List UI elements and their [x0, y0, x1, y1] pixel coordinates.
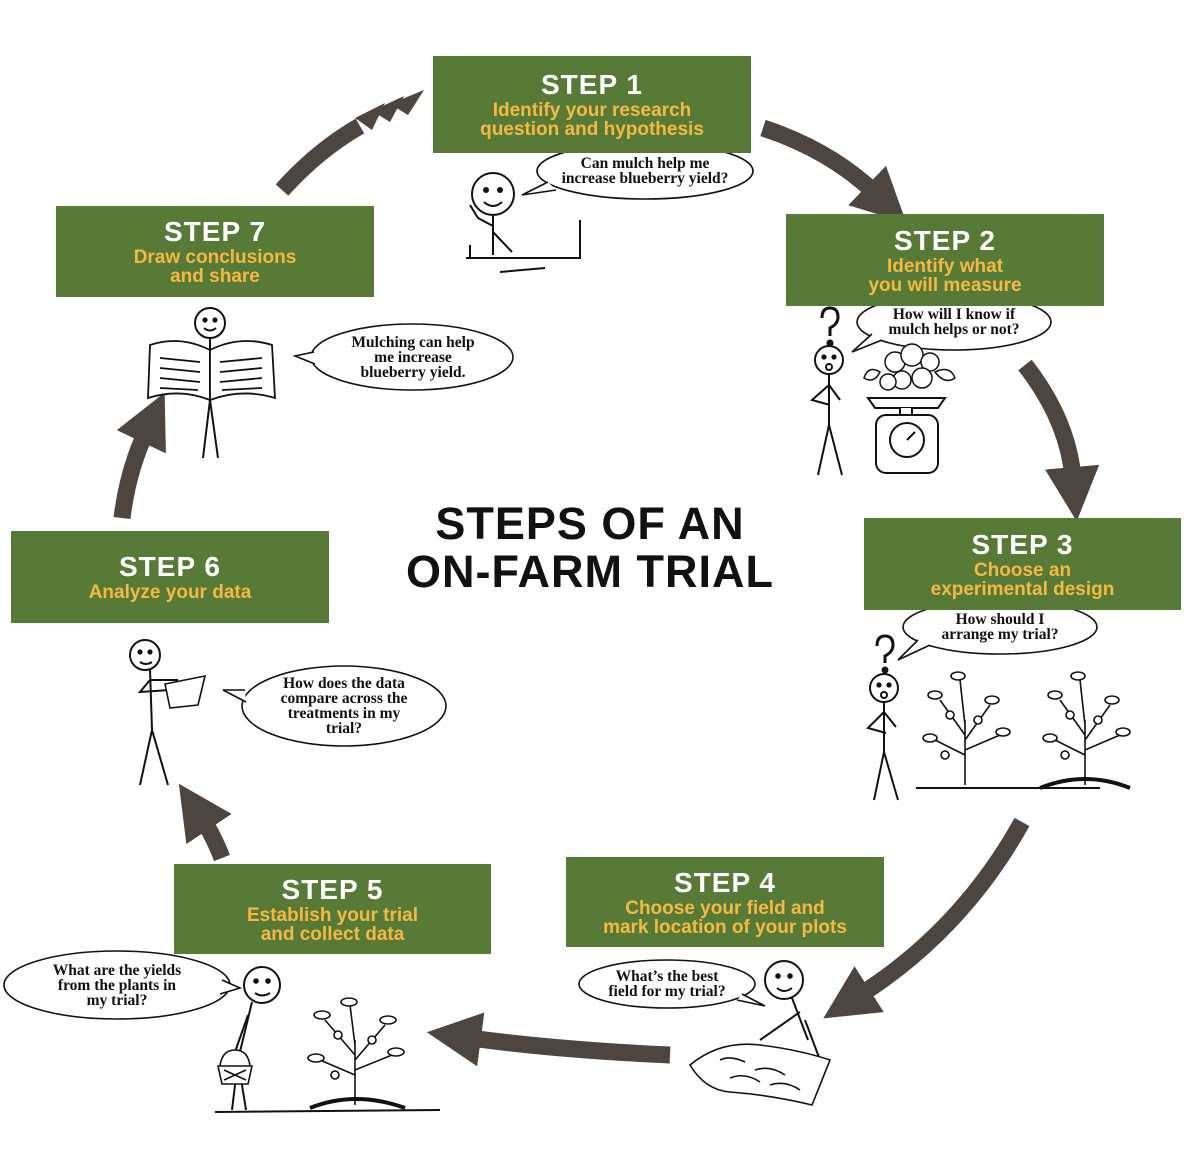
arrow-5-to-6 [178, 783, 232, 862]
step-box-6: STEP 6 Analyze your data [11, 531, 329, 623]
harvest-basket-icon [217, 1049, 253, 1085]
step-box-4: STEP 4 Choose your field and mark locati… [566, 857, 884, 947]
stick-figure-icon [214, 966, 441, 1113]
speech-bubble-4: What’s the best field for my trial? [608, 968, 726, 1000]
question-mark-icon [820, 306, 840, 347]
arrow-1-to-2 [760, 119, 907, 224]
step-title: STEP 1 [541, 69, 643, 100]
step-description: Draw conclusions and share [133, 247, 297, 287]
step-description: Identify what you will measure [868, 255, 1022, 296]
speech-bubble-3: How should I arrange my trial? [941, 611, 1059, 643]
question-mark-icon [875, 634, 895, 674]
step-box-3: STEP 3 Choose an experimental design [864, 518, 1181, 610]
bubble-shape-4 [578, 959, 756, 1009]
step-box-1: STEP 1 Identify your research question a… [433, 56, 751, 153]
arrow-4-to-5 [426, 1012, 671, 1067]
step-description: Analyze your data [88, 582, 252, 603]
clipboard-icon [164, 674, 207, 709]
field-map-icon [688, 1043, 832, 1106]
stick-figure-icon [129, 639, 178, 786]
step-description: Choose an experimental design [930, 559, 1115, 600]
kitchen-scale-icon [866, 397, 947, 474]
blueberry-bush-icon [922, 671, 1131, 790]
step-box-5: STEP 5 Establish your trial and collect … [174, 864, 491, 954]
speech-bubble-5: What are the yields from the plants in m… [52, 961, 182, 1009]
step-description: Establish your trial and collect data [246, 904, 419, 945]
arrow-3-to-4 [823, 817, 1030, 1019]
step-title: STEP 5 [281, 873, 384, 905]
step-box-2: STEP 2 Identify what you will measure [786, 214, 1104, 306]
arrow-7-to-1 [275, 118, 365, 196]
blueberry-bush-icon [863, 343, 956, 391]
step-description: Choose your field and mark location of y… [603, 897, 847, 938]
speech-bubble-1: Can mulch help me increase blueberry yie… [561, 155, 729, 187]
speech-bubble-7: Mulching can help me increase blueberry … [351, 333, 475, 381]
step-title: STEP 3 [971, 528, 1074, 560]
step-title: STEP 7 [164, 216, 266, 247]
stick-figure-icon [866, 673, 1100, 801]
step-title: STEP 2 [894, 224, 996, 256]
bubble-shape-6 [241, 665, 447, 747]
open-book-icon [147, 340, 276, 402]
stick-figure-icon [809, 345, 844, 476]
step-description: Identify your research question and hypo… [480, 100, 704, 140]
step-box-7: STEP 7 Draw conclusions and share [56, 206, 374, 297]
stick-figure-icon [759, 960, 821, 1061]
step-title: STEP 4 [674, 866, 776, 898]
diagram-title: STEPS OF AN ON-FARM TRIAL [406, 498, 774, 597]
speech-bubble-2: How will I know if mulch helps or not? [888, 306, 1020, 338]
stick-figure-icon [466, 172, 581, 273]
step-title: STEP 6 [119, 551, 221, 582]
speech-bubble-6: How does the data compare across the tre… [280, 675, 408, 737]
blueberry-bush-icon [307, 997, 406, 1110]
chevron-arrow-icon [355, 90, 424, 130]
arrow-2-to-3 [1018, 359, 1100, 522]
arrow-6-to-7 [113, 392, 166, 520]
